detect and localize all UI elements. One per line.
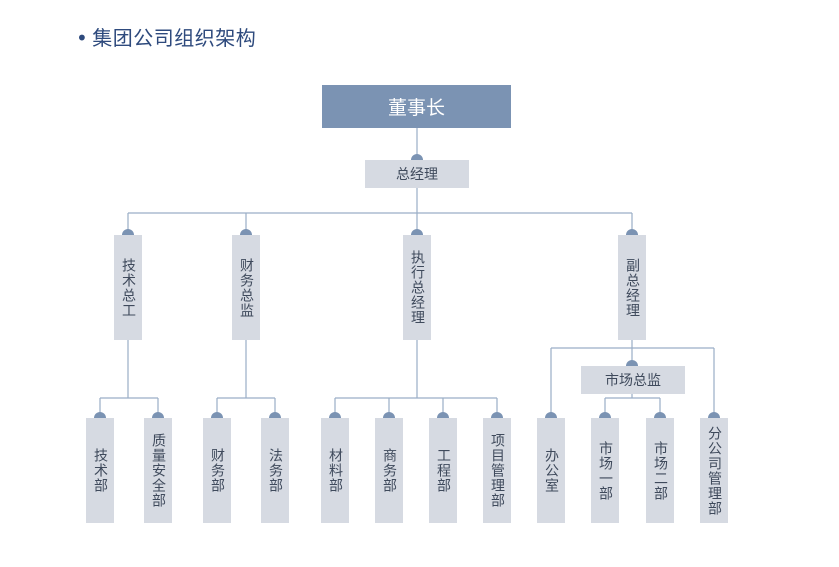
node-dept-office: 办公室 [537, 418, 565, 523]
connector-cap [411, 229, 423, 235]
connector-cap [211, 412, 223, 418]
node-deputy-gm: 副总经理 [618, 235, 646, 340]
connector-cap [708, 412, 720, 418]
page-title: •集团公司组织架构 [76, 22, 256, 51]
connector-cap [329, 412, 341, 418]
node-dept-engineering: 工程部 [429, 418, 457, 523]
connector-cap [240, 229, 252, 235]
connector-cap [122, 229, 134, 235]
node-dept-quality-safety: 质量安全部 [144, 418, 172, 523]
node-dept-market-2: 市场二部 [646, 418, 674, 523]
node-dept-tech: 技术部 [86, 418, 114, 523]
node-dept-project-management: 项目管理部 [483, 418, 511, 523]
node-general-manager: 总经理 [365, 160, 469, 188]
node-exec-gm: 执行总经理 [403, 235, 431, 340]
node-dept-legal: 法务部 [261, 418, 289, 523]
node-dept-branch-management: 分公司管理部 [700, 418, 728, 523]
title-bullet: • [76, 26, 89, 50]
node-dept-finance: 财务部 [203, 418, 231, 523]
connector-cap [437, 412, 449, 418]
node-finance-director: 财务总监 [232, 235, 260, 340]
node-chairman: 董事长 [322, 85, 511, 128]
connector-cap [654, 412, 666, 418]
connector-cap [545, 412, 557, 418]
connector-cap [411, 154, 423, 160]
node-market-director: 市场总监 [581, 366, 685, 394]
title-text: 集团公司组织架构 [92, 26, 257, 50]
node-dept-market-1: 市场一部 [591, 418, 619, 523]
connector-cap [626, 229, 638, 235]
connector-cap [383, 412, 395, 418]
node-tech-chief: 技术总工 [114, 235, 142, 340]
connector-cap [491, 412, 503, 418]
node-dept-commerce: 商务部 [375, 418, 403, 523]
connector-cap [152, 412, 164, 418]
connector-cap [626, 360, 638, 366]
connector-cap [599, 412, 611, 418]
node-dept-material: 材料部 [321, 418, 349, 523]
connector-cap [269, 412, 281, 418]
connector-cap [94, 412, 106, 418]
